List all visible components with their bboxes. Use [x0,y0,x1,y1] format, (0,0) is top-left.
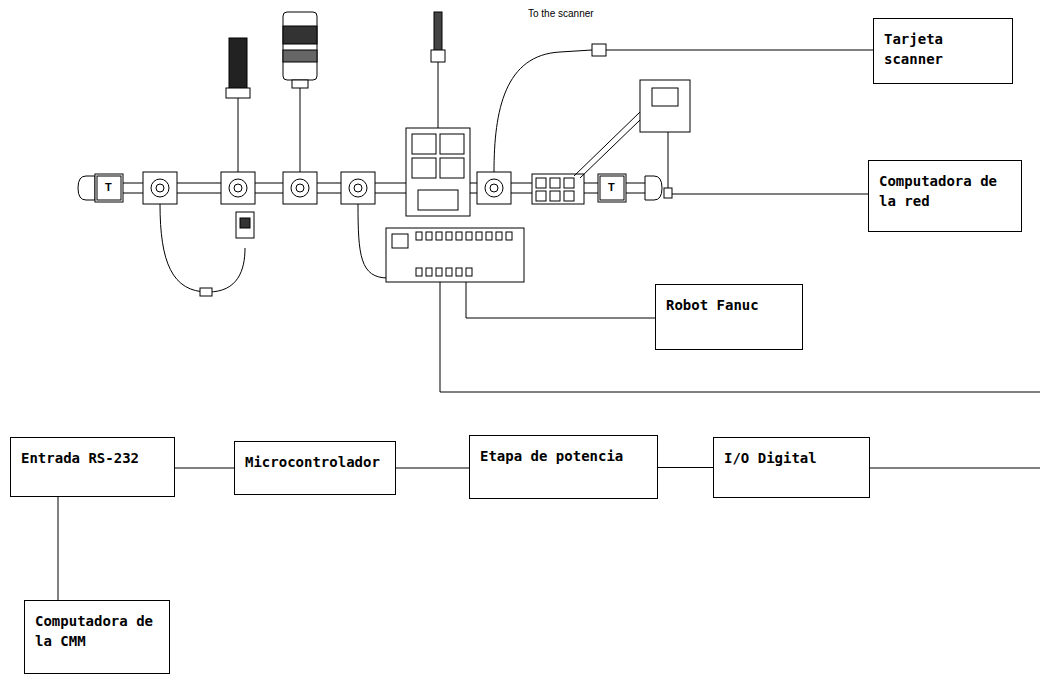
terminator [600,176,624,200]
box-label: I/O Digital [724,448,859,468]
device-box: Tarjeta scanner [873,18,1013,84]
box-label: Entrada RS-232 [21,448,164,468]
process-box: Microcontrolador [234,441,396,495]
box-label: Microcontrolador [245,452,385,472]
connector-line [175,468,234,469]
device-box: Computadora de la CMM [24,600,170,674]
io-wire [440,282,1040,392]
terminator [97,176,121,200]
io-block [406,128,470,216]
stack-light [283,12,317,172]
power-supply [574,80,868,198]
box-label: Robot Fanuc [666,295,792,315]
process-box: I/O Digital [713,437,870,498]
device-box: Robot Fanuc [655,284,803,350]
sensor [431,12,445,128]
robot-wire [466,282,655,318]
end-cap [645,176,662,200]
box-label: Computadora de la red [879,171,1011,211]
cable-label: To the scanner [528,8,594,19]
box-label: Tarjeta scanner [884,29,1002,69]
io-module [358,204,524,282]
terminator-label: T [105,181,112,193]
terminator [95,174,123,202]
connector-line [658,467,713,468]
sensor-cable [160,204,254,296]
end-cap [78,176,95,200]
io-wire [870,468,1040,469]
device-box: Computadora de la red [868,160,1022,232]
process-box: Etapa de potencia [469,435,658,499]
process-box: Entrada RS-232 [10,437,175,497]
box-label: Etapa de potencia [480,446,647,466]
terminator [598,174,626,202]
connector-line [396,468,469,469]
connector-line [58,497,59,600]
scanner-cable [494,44,873,172]
box-label: Computadora de la CMM [35,611,159,651]
sensor [226,38,250,172]
terminal-block [532,174,584,204]
terminator-label: T [608,181,615,193]
